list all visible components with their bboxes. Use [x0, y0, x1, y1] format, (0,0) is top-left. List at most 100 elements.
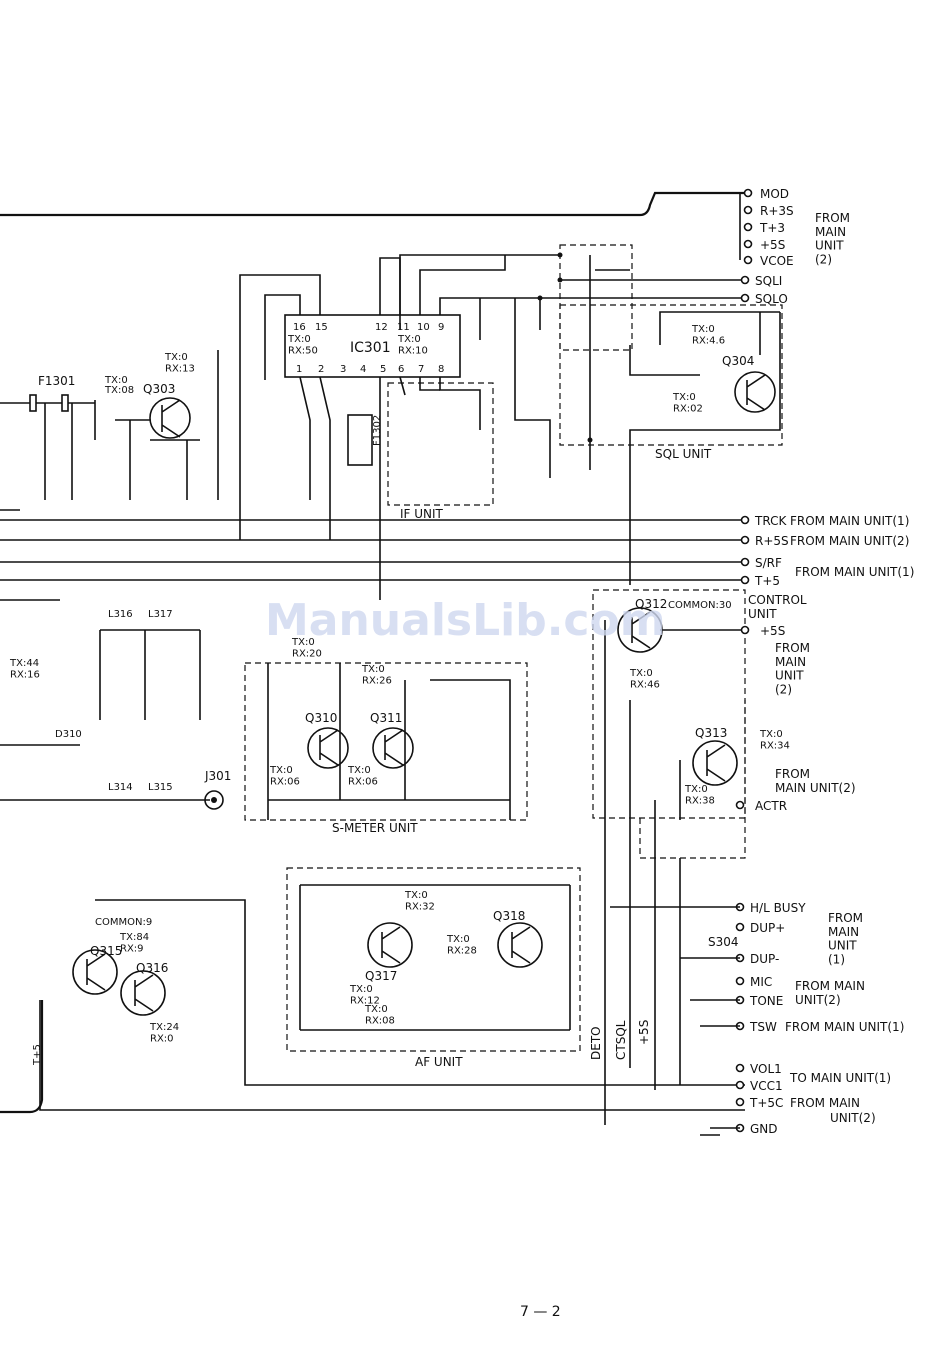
svg-text:TX:0RX:4.6: TX:0RX:4.6 — [691, 324, 725, 347]
label-mod: MOD — [760, 187, 789, 201]
label-dup-plus: DUP+ — [750, 921, 785, 935]
label-sqli: SQLI — [755, 274, 782, 288]
svg-text:TX:0RX:08: TX:0RX:08 — [364, 1004, 395, 1027]
svg-text:L316: L316 — [108, 609, 133, 620]
svg-text:FROM MAIN UNIT(1): FROM MAIN UNIT(1) — [785, 1020, 904, 1034]
watermark: ManualsLib.com — [265, 595, 666, 646]
svg-text:Q304: Q304 — [722, 354, 754, 368]
svg-text:COMMON:30: COMMON:30 — [668, 600, 732, 611]
q316 — [120, 970, 166, 1016]
q303 — [149, 397, 191, 439]
label-vol1: VOL1 — [750, 1062, 782, 1076]
svg-text:FROM MAIN UNIT(2): FROM MAIN UNIT(2) — [790, 534, 909, 548]
svg-text:FROM MAIN UNIT(1): FROM MAIN UNIT(1) — [795, 565, 914, 579]
svg-text:15: 15 — [315, 322, 328, 333]
svg-text:7: 7 — [418, 364, 424, 375]
svg-text:9: 9 — [438, 322, 444, 333]
svg-text:CTSQL: CTSQL — [614, 1020, 628, 1060]
svg-text:4: 4 — [360, 364, 366, 375]
mid-connectors: SQLI SQLO TRCK FROM MAIN UNIT(1) R+5S FR… — [740, 274, 914, 588]
q311 — [372, 727, 414, 769]
svg-text:Q315: Q315 — [90, 944, 122, 958]
connector-t3 — [743, 222, 753, 232]
label-gnd: GND — [750, 1122, 778, 1136]
svg-text:COMMON:9: COMMON:9 — [95, 917, 152, 928]
svg-text:D310: D310 — [55, 729, 82, 740]
q318 — [497, 922, 543, 968]
svg-text:DETO: DETO — [589, 1026, 603, 1060]
label-5s: +5S — [760, 238, 785, 252]
svg-text:L314: L314 — [108, 782, 133, 793]
svg-text:6: 6 — [398, 364, 404, 375]
q317 — [367, 922, 413, 968]
svg-text:L315: L315 — [148, 782, 173, 793]
label-control-5s: +5S — [760, 624, 785, 638]
label-trck: TRCK — [754, 514, 787, 528]
svg-text:TX:08: TX:08 — [104, 385, 134, 396]
sql-unit-box — [559, 304, 783, 446]
label-vcoe: VCOE — [760, 254, 794, 268]
label-t5: T+5 — [754, 574, 780, 588]
q315 — [72, 949, 118, 995]
svg-text:Q316: Q316 — [136, 961, 168, 975]
if-unit-box — [387, 382, 494, 506]
svg-text:J301: J301 — [204, 769, 231, 783]
label-srf: S/RF — [755, 556, 782, 570]
label-actr: ACTR — [755, 799, 787, 813]
connector-vcoe — [743, 255, 753, 265]
svg-text:FROM MAIN: FROM MAIN — [790, 1096, 860, 1110]
smeter-unit-box — [244, 662, 528, 821]
ic301-label: IC301 — [350, 340, 391, 356]
svg-text:UNIT(2): UNIT(2) — [830, 1111, 876, 1125]
label-r5s: R+5S — [755, 534, 789, 548]
label-vcc1: VCC1 — [750, 1079, 783, 1093]
svg-text:TX:0RX:20: TX:0RX:20 — [291, 637, 322, 660]
label-r3s: R+3S — [760, 204, 794, 218]
smeter-unit-label: S-METER UNIT — [332, 821, 418, 835]
svg-text:Q310: Q310 — [305, 711, 337, 725]
svg-text:12: 12 — [375, 322, 388, 333]
label-hl-busy: H/L BUSY — [750, 901, 806, 915]
svg-text:10: 10 — [417, 322, 430, 333]
svg-text:TX:0RX:26: TX:0RX:26 — [361, 664, 392, 687]
svg-text:TO MAIN UNIT(1): TO MAIN UNIT(1) — [789, 1071, 891, 1085]
label-mic: MIC — [750, 975, 772, 989]
svg-text:Q303: Q303 — [143, 382, 175, 396]
svg-text:Q318: Q318 — [493, 909, 525, 923]
label-dup-minus: DUP- — [750, 952, 779, 966]
svg-text:TX:0RX:06: TX:0RX:06 — [347, 765, 378, 788]
svg-text:1: 1 — [296, 364, 302, 375]
svg-text:TX:0RX:02: TX:0RX:02 — [672, 392, 703, 415]
label-t5c: T+5C — [749, 1096, 783, 1110]
label-sqlo: SQLO — [755, 292, 788, 306]
svg-text:S304: S304 — [708, 935, 739, 949]
svg-text:TX:0RX:38: TX:0RX:38 — [684, 784, 715, 807]
svg-text:TX:0RX:32: TX:0RX:32 — [404, 890, 435, 913]
svg-text:TX:0RX:06: TX:0RX:06 — [269, 765, 300, 788]
svg-text:8: 8 — [438, 364, 444, 375]
svg-text:T+5: T+5 — [32, 1044, 43, 1066]
sql-unit-label: SQL UNIT — [655, 447, 712, 461]
page-number: 7 — 2 — [520, 1304, 561, 1320]
svg-text:TX:0RX:10: TX:0RX:10 — [397, 334, 428, 357]
svg-text:L317: L317 — [148, 609, 173, 620]
svg-text:F1302: F1302 — [372, 415, 383, 446]
svg-text:Q311: Q311 — [370, 711, 402, 725]
svg-text:Q317: Q317 — [365, 969, 397, 983]
svg-text:3: 3 — [340, 364, 346, 375]
svg-text:11: 11 — [397, 322, 410, 333]
if-unit-label: IF UNIT — [400, 507, 444, 521]
svg-text:16: 16 — [293, 322, 306, 333]
j301 — [204, 790, 224, 810]
q313 — [692, 740, 738, 786]
bottom-connectors: H/L BUSY DUP+ DUP- MIC TONE TSW FROM MAI… — [708, 901, 904, 1136]
